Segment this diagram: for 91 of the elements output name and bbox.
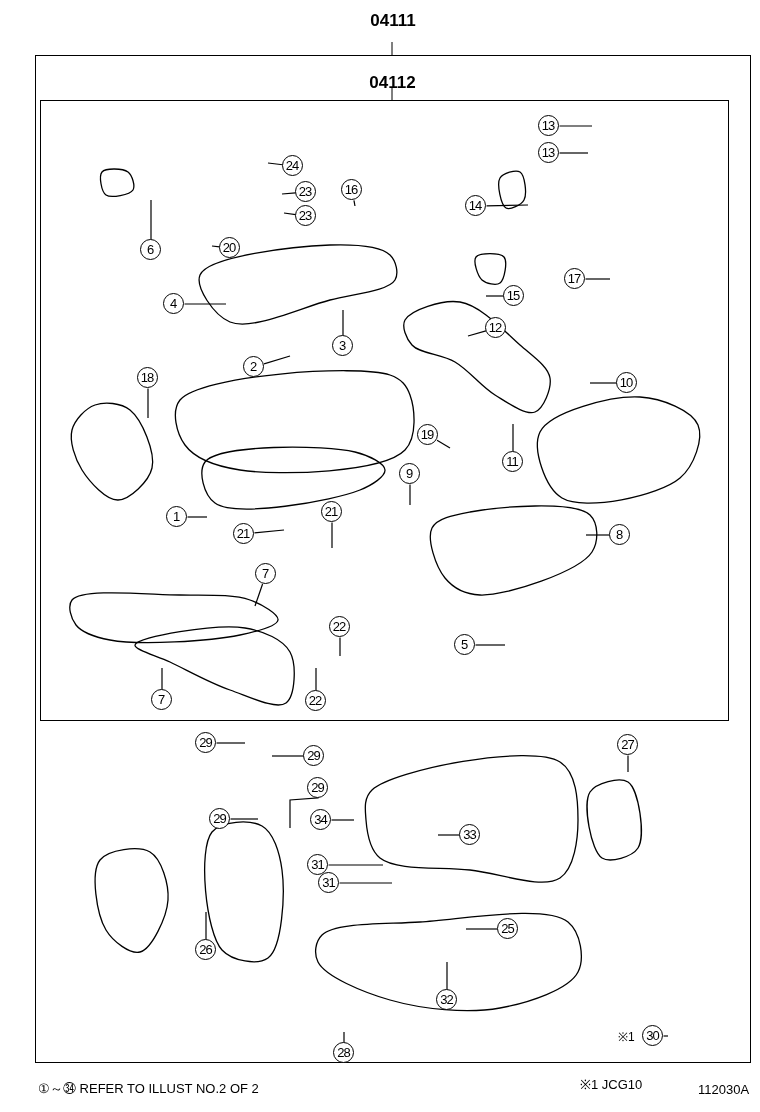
callout-number: 27 (617, 734, 638, 755)
callout-number: 7 (254, 562, 276, 584)
leader-line (253, 529, 285, 534)
leader-line (338, 882, 393, 884)
callout-number: 21 (232, 522, 254, 544)
leader-line (589, 382, 618, 384)
leader-line (436, 439, 451, 449)
note-mark: ※1 (618, 1028, 635, 1045)
leader-line (186, 516, 208, 518)
leader-line (315, 667, 317, 692)
callout-number: 23 (294, 180, 316, 202)
leader-line (627, 754, 629, 773)
callout-number: 4 (162, 292, 184, 314)
callout-number: 22 (328, 615, 350, 637)
leader-line (342, 309, 344, 337)
leader-line (343, 1031, 345, 1044)
leader-line (584, 278, 611, 280)
leader-line (183, 303, 227, 305)
callout-number: 16 (340, 178, 362, 200)
leader-line (211, 245, 221, 248)
leader-line (465, 928, 499, 930)
callout-number: 2 (242, 355, 264, 377)
leader-line (467, 330, 487, 337)
callout-number: 19 (416, 423, 438, 445)
callout-number: 29 (209, 808, 230, 829)
callout-number: 29 (307, 777, 328, 798)
callout-number: 15 (502, 284, 524, 306)
leader-line (271, 755, 305, 757)
callout-number: 28 (333, 1042, 354, 1063)
callout-number: 29 (195, 732, 216, 753)
leader-line (437, 834, 461, 836)
callout-number: 6 (139, 238, 161, 260)
leader-line (330, 819, 355, 821)
leader-line (353, 199, 356, 207)
callout-number: 1 (165, 505, 187, 527)
callout-number: 12 (484, 316, 506, 338)
leader-line (161, 667, 163, 691)
callout-number: 23 (294, 204, 316, 226)
part-group-number: 04112 (369, 72, 416, 93)
leader-line (409, 483, 411, 506)
leader-line (485, 295, 505, 297)
leader-line (281, 192, 297, 195)
leader-line (512, 423, 514, 453)
leader-line (229, 818, 259, 820)
leader-line (263, 355, 291, 365)
reference-note: ①～㉞ REFER TO ILLUST NO.2 OF 2 (38, 1080, 259, 1098)
callout-number: 32 (436, 989, 457, 1010)
callout-number: 8 (608, 523, 630, 545)
footnote: ※1 JCG10 (580, 1076, 643, 1093)
leader-line (558, 152, 589, 154)
callout-number: 30 (642, 1025, 663, 1046)
callout-number: 24 (281, 154, 303, 176)
callout-number: 29 (303, 745, 324, 766)
leader-line (327, 864, 384, 866)
callout-number: 17 (563, 267, 585, 289)
callout-number: 13 (537, 141, 559, 163)
leader-line (147, 387, 149, 419)
leader-line (215, 742, 246, 744)
callout-number: 5 (453, 633, 475, 655)
callout-number: 31 (318, 872, 339, 893)
leader-line (254, 583, 264, 607)
callout-number: 13 (537, 114, 559, 136)
callout-number: 33 (459, 824, 480, 845)
leader-line (474, 644, 506, 646)
callout-number: 7 (150, 688, 172, 710)
illustration-number: 112030A (698, 1082, 750, 1097)
callout-number: 34 (310, 809, 331, 830)
callout-number: 25 (497, 918, 518, 939)
callout-number: 10 (615, 371, 637, 393)
leader-line (267, 162, 284, 166)
callout-number: 3 (331, 334, 353, 356)
callout-number: 22 (304, 689, 326, 711)
leader-line (558, 125, 593, 127)
leader-line (585, 534, 611, 536)
callout-number: 14 (464, 194, 486, 216)
leader-line (205, 911, 207, 941)
callout-number: 21 (320, 500, 342, 522)
callout-number: 11 (501, 450, 523, 472)
callout-number: 9 (398, 462, 420, 484)
callout-number: 26 (195, 939, 216, 960)
leader-line (339, 636, 341, 657)
part-group-number: 04111 (370, 11, 416, 31)
leader-line (283, 212, 297, 216)
callout-number: 18 (136, 366, 158, 388)
leader-line (662, 1035, 669, 1037)
callout-number: 31 (307, 854, 328, 875)
leader-line (446, 961, 448, 991)
callout-number: 20 (218, 236, 240, 258)
leader-line (331, 521, 333, 549)
leader-line (150, 199, 152, 241)
leader-line (485, 204, 529, 207)
